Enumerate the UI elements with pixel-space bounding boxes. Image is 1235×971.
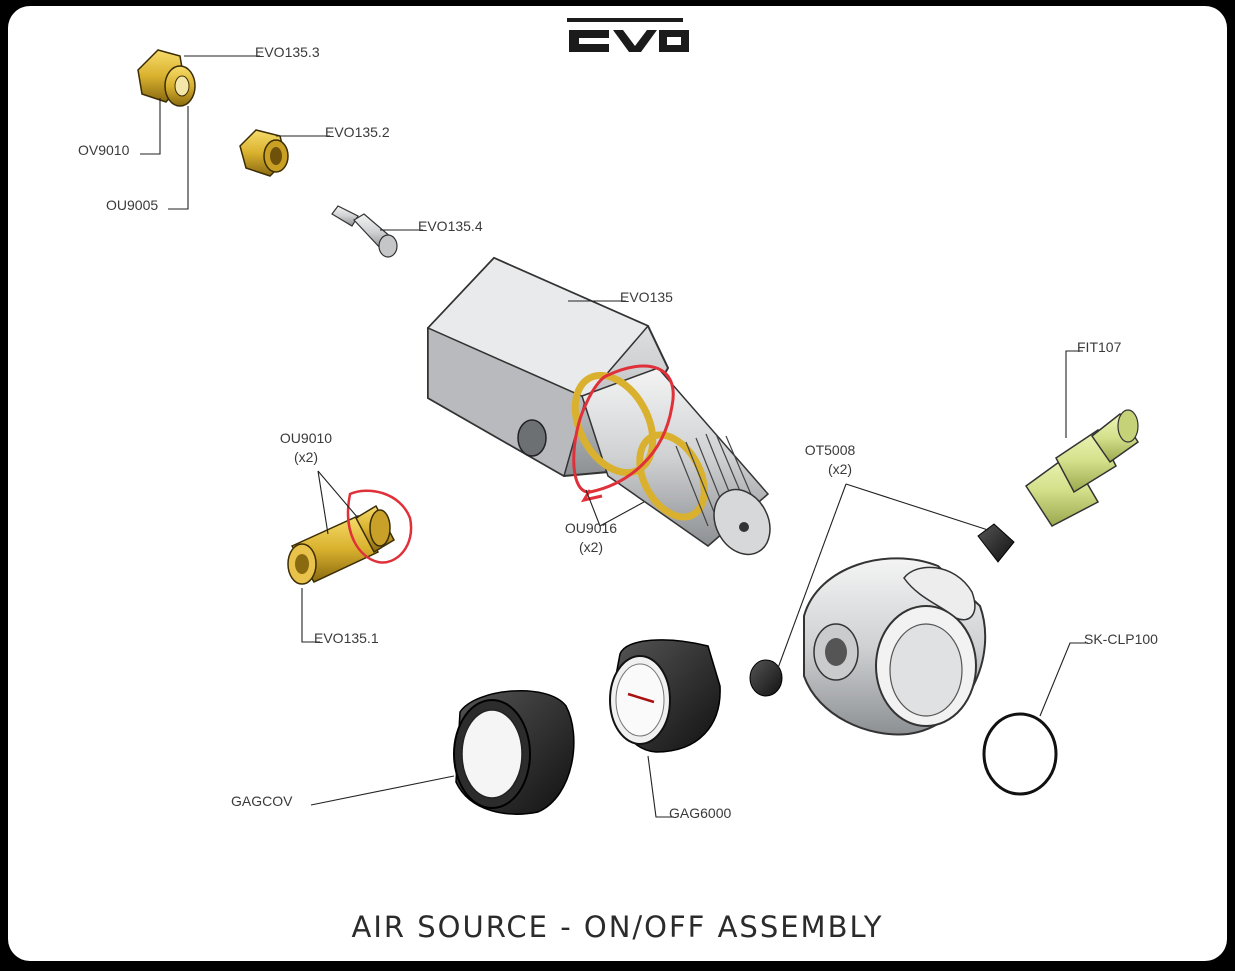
label-gagcov: GAGCOV — [231, 793, 293, 809]
label-sk-clp100: SK-CLP100 — [1084, 631, 1158, 647]
part-evo135 — [426, 256, 771, 556]
exploded-view — [137, 49, 1140, 818]
red-annotation-circle — [572, 364, 675, 494]
label-evo135-1: EVO135.1 — [314, 630, 379, 646]
label-gag6000: GAG6000 — [669, 805, 732, 821]
label-evo135: EVO135 — [620, 289, 673, 305]
part-evo135-4 — [331, 205, 398, 258]
drawing-sheet: EVO135.3 OV9010 OU9005 EVO135.2 EVO135.4… — [8, 6, 1227, 961]
label-ov9010: OV9010 — [78, 142, 130, 158]
label-fit107: FIT107 — [1077, 339, 1122, 355]
label-ou9010: OU9010 — [279, 430, 333, 446]
part-fit107 — [1024, 409, 1140, 527]
label-evo135-2: EVO135.2 — [325, 124, 390, 140]
label-ou9005: OU9005 — [106, 197, 159, 213]
part-evo135-3 — [137, 49, 196, 107]
label-evo135-4: EVO135.4 — [418, 218, 483, 234]
part-gagcov — [453, 690, 575, 815]
evo-logo-icon — [567, 18, 689, 52]
label-ot5008: OT5008 — [804, 442, 856, 458]
label-ou9016-qty: (x2) — [578, 539, 604, 555]
leader-lines — [140, 55, 1088, 818]
part-gag6000 — [609, 639, 721, 753]
part-tee-body — [803, 557, 987, 736]
label-evo135-3: EVO135.3 — [255, 44, 320, 60]
label-ou9016: OU9016 — [564, 520, 618, 536]
part-evo135-1 — [287, 489, 413, 585]
part-ot5008 — [749, 523, 1015, 697]
assembly-title: AIR SOURCE - ON/OFF ASSEMBLY — [351, 910, 884, 944]
label-ou9010-qty: (x2) — [293, 449, 319, 465]
red-annotation-circle-2 — [346, 489, 413, 564]
label-ot5008-qty: (x2) — [827, 461, 853, 477]
part-evo135-2 — [239, 129, 289, 177]
part-sk-clp100 — [982, 712, 1058, 796]
